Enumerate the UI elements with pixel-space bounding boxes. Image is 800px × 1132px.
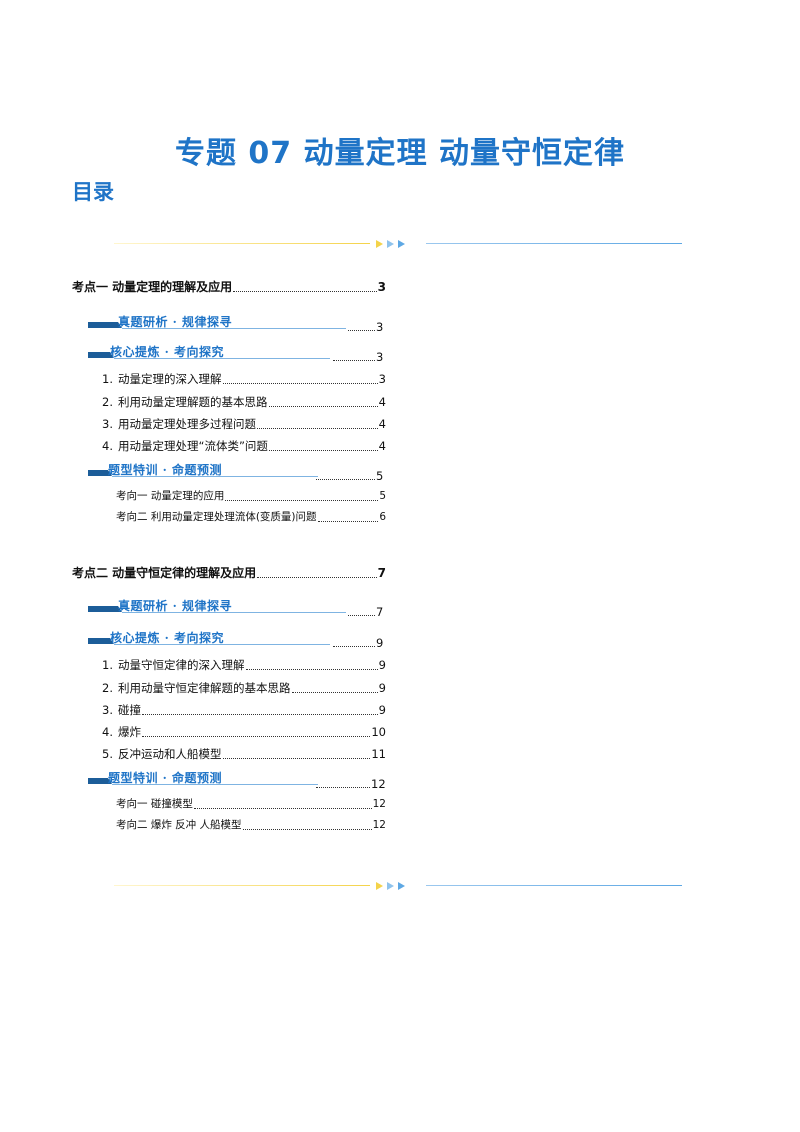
toc-item[interactable]: 5.反冲运动和人船模型 11 — [102, 747, 386, 761]
toc-page: 4 — [378, 417, 386, 431]
banner-page-row: 9 — [333, 636, 383, 650]
banner-page-row: 7 — [348, 605, 383, 619]
toc-item[interactable]: 3.碰撞 9 — [102, 703, 386, 717]
toc-page: 7 — [377, 566, 386, 580]
toc-page: 3 — [377, 280, 386, 294]
toc-page: 3 — [376, 320, 384, 334]
toc-heading-label: 考点二 动量守恒定律的理解及应用 — [72, 566, 257, 580]
banner-hexin[interactable]: 核心提炼 · 考向探究 — [88, 630, 338, 648]
toc-item[interactable]: 2.利用动量定理解题的基本思路 4 — [102, 395, 386, 409]
banner-graphic — [88, 606, 346, 613]
toc-page: 7 — [376, 605, 384, 619]
toc-page: 9 — [378, 703, 386, 717]
toc-item[interactable]: 2.利用动量守恒定律解题的基本思路 9 — [102, 681, 386, 695]
toc-sub-item[interactable]: 考向一 动量定理的应用 5 — [116, 489, 386, 504]
banner-hexin[interactable]: 核心提炼 · 考向探究 — [88, 344, 338, 362]
banner-tixing[interactable]: 题型特训 · 命题预测 — [88, 462, 328, 480]
toc-item-label: 利用动量定理解题的基本思路 — [118, 395, 268, 409]
toc-page: 12 — [372, 819, 386, 831]
toc-item[interactable]: 1.动量守恒定律的深入理解 9 — [102, 658, 386, 672]
toc-page: 9 — [378, 681, 386, 695]
toc-sub-label: 考向二 利用动量定理处理流体(变质量)问题 — [116, 511, 317, 523]
toc-item-label: 碰撞 — [118, 703, 141, 717]
toc-sub-label: 考向二 爆炸 反冲 人船模型 — [116, 819, 242, 831]
toc-heading[interactable]: 考点二 动量守恒定律的理解及应用 7 — [72, 566, 386, 581]
banner-label: 真题研析 · 规律探寻 — [118, 315, 233, 329]
banner-page-row: 5 — [316, 469, 383, 483]
banner-label: 核心提炼 · 考向探究 — [110, 345, 225, 359]
toc-item-label: 利用动量守恒定律解题的基本思路 — [118, 681, 291, 695]
toc-item[interactable]: 3.用动量定理处理多过程问题 4 — [102, 417, 386, 431]
banner-tixing[interactable]: 题型特训 · 命题预测 — [88, 770, 328, 788]
toc-page: 12 — [371, 777, 386, 791]
page-title: 专题 07 动量定理 动量守恒定律 — [174, 136, 626, 171]
toc-page: 9 — [376, 636, 384, 650]
toc-item-label: 爆炸 — [118, 725, 141, 739]
banner-zhenti[interactable]: 真题研析 · 规律探寻 — [88, 598, 358, 616]
bottom-divider — [114, 880, 682, 892]
banner-graphic — [88, 638, 330, 645]
toc-heading-label: 考点一 动量定理的理解及应用 — [72, 280, 233, 294]
toc-page: 5 — [379, 490, 386, 502]
banner-label: 题型特训 · 命题预测 — [108, 463, 223, 477]
banner-page-row: 3 — [348, 320, 383, 334]
toc-item-label: 用动量定理处理“流体类”问题 — [118, 439, 268, 453]
toc-page: 3 — [378, 372, 386, 386]
toc-page: 3 — [376, 350, 384, 364]
banner-graphic — [88, 322, 346, 329]
toc-item-label: 动量守恒定律的深入理解 — [118, 658, 245, 672]
toc-item-label: 反冲运动和人船模型 — [118, 747, 222, 761]
banner-graphic — [88, 352, 330, 359]
triple-arrow-icon — [376, 240, 405, 248]
banner-label: 题型特训 · 命题预测 — [108, 771, 223, 785]
toc-sub-label: 考向一 碰撞模型 — [116, 798, 193, 810]
toc-page: 4 — [378, 395, 386, 409]
toc-sub-label: 考向一 动量定理的应用 — [116, 490, 225, 502]
banner-page-row: 3 — [333, 350, 383, 364]
banner-label: 真题研析 · 规律探寻 — [118, 599, 233, 613]
toc-item[interactable]: 4.用动量定理处理“流体类”问题 4 — [102, 439, 386, 453]
toc-item[interactable]: 4.爆炸 10 — [102, 725, 386, 739]
toc-item-label: 动量定理的深入理解 — [118, 372, 222, 386]
toc-sub-item[interactable]: 考向二 利用动量定理处理流体(变质量)问题 6 — [116, 510, 386, 525]
toc-page: 9 — [378, 658, 386, 672]
toc-label: 目录 — [72, 180, 114, 204]
toc-page: 4 — [378, 439, 386, 453]
banner-graphic — [88, 778, 318, 785]
triple-arrow-icon — [376, 882, 405, 890]
banner-graphic — [88, 470, 318, 477]
toc-page: 11 — [371, 747, 386, 761]
banner-page-row: 12 — [316, 777, 386, 791]
toc-page: 12 — [372, 798, 386, 810]
toc-page: 6 — [379, 511, 386, 523]
toc-item-label: 用动量定理处理多过程问题 — [118, 417, 256, 431]
toc-heading[interactable]: 考点一 动量定理的理解及应用 3 — [72, 280, 386, 295]
banner-label: 核心提炼 · 考向探究 — [110, 631, 225, 645]
banner-zhenti[interactable]: 真题研析 · 规律探寻 — [88, 314, 358, 332]
toc-page: 10 — [371, 725, 386, 739]
top-divider — [114, 238, 682, 250]
toc-item[interactable]: 1.动量定理的深入理解 3 — [102, 372, 386, 386]
toc-page: 5 — [376, 469, 384, 483]
toc-sub-item[interactable]: 考向一 碰撞模型 12 — [116, 797, 386, 812]
toc-sub-item[interactable]: 考向二 爆炸 反冲 人船模型 12 — [116, 818, 386, 833]
